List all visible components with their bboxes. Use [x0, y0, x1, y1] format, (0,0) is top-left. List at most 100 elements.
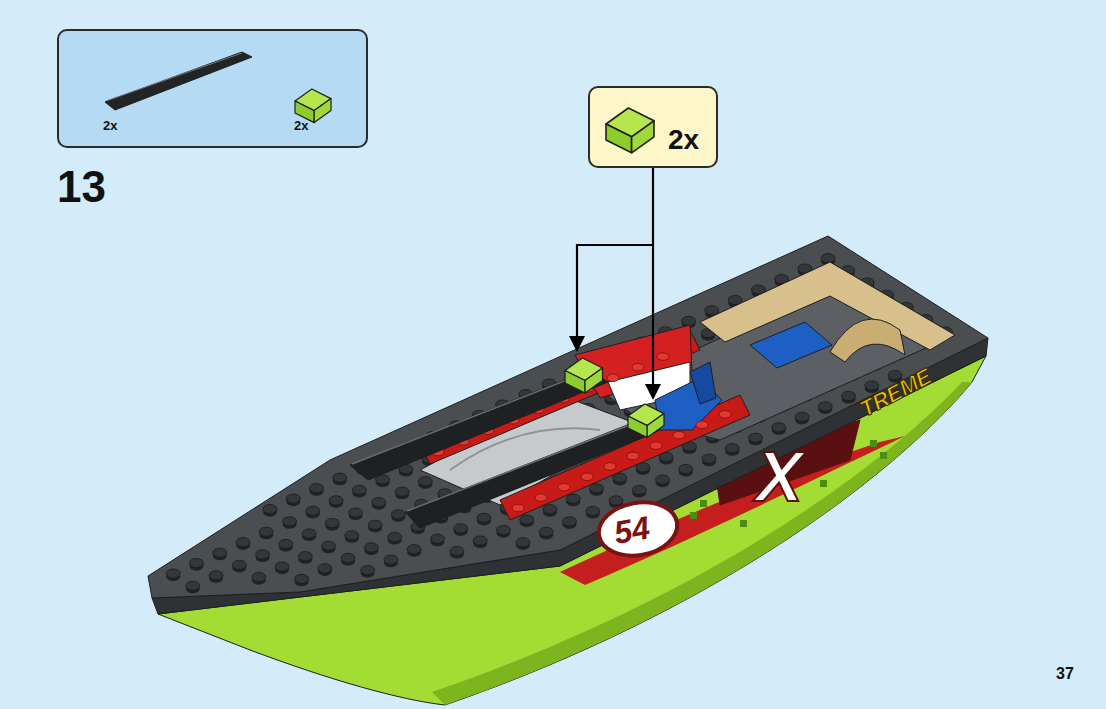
stud-top: [562, 517, 576, 526]
stud-top: [395, 487, 409, 496]
decal-letter: X: [756, 442, 803, 512]
boat: [148, 236, 988, 705]
stud-top: [705, 306, 719, 315]
stud-top: [418, 477, 432, 486]
stud-top: [772, 423, 786, 432]
stud-top: [333, 473, 347, 482]
decal-pixel: [820, 480, 827, 487]
tile-edge: [106, 53, 242, 101]
parts-list-box: 2x 2x: [57, 29, 368, 148]
stud-top: [520, 515, 534, 524]
red-stud: [696, 421, 708, 429]
red-stud: [581, 473, 593, 481]
stud-top: [298, 552, 312, 561]
stud-top: [310, 484, 324, 493]
stud-top: [795, 412, 809, 421]
decal-pixel: [740, 520, 747, 527]
decal-pixel: [870, 440, 877, 447]
red-stud: [719, 411, 731, 419]
red-stud: [627, 452, 639, 460]
stud-top: [477, 513, 491, 522]
slope-brick: [606, 108, 654, 153]
tan-arch: [830, 319, 905, 362]
callout-box: 2x: [588, 86, 718, 168]
stud-top: [407, 545, 421, 554]
stud-top: [388, 532, 402, 541]
stud-top: [318, 564, 332, 573]
stud-top: [543, 505, 557, 514]
stud-top: [818, 402, 832, 411]
stud-top: [454, 524, 468, 533]
red-stud: [604, 463, 616, 471]
stud-top: [295, 574, 309, 583]
red-stud: [650, 442, 662, 450]
stud-top: [566, 494, 580, 503]
stud-top: [589, 484, 603, 493]
page-number: 37: [1056, 666, 1074, 682]
red-plate: [500, 395, 750, 520]
blue-seat: [750, 322, 832, 368]
stud-top: [236, 538, 250, 547]
stud-top: [232, 560, 246, 569]
stud-top: [325, 518, 339, 527]
stud-top: [252, 572, 266, 581]
red-stud: [673, 431, 685, 439]
stud-top: [702, 454, 716, 463]
slope-side: [565, 371, 585, 394]
stud-top: [279, 539, 293, 548]
decal-pixel: [880, 452, 887, 459]
stud-top: [679, 464, 693, 473]
stud-top: [256, 550, 270, 559]
slope-front: [585, 368, 603, 393]
tile-edge: [407, 421, 640, 511]
stud-top: [364, 543, 378, 552]
red-stud: [558, 483, 570, 491]
stud-top: [865, 381, 879, 390]
red-stud: [535, 494, 547, 502]
stud-top: [632, 485, 646, 494]
arrow-head: [569, 336, 585, 352]
stud-top: [349, 508, 363, 517]
stud-top: [368, 520, 382, 529]
stud-top: [609, 496, 623, 505]
quantity-text: 54: [612, 511, 653, 549]
stud-top: [322, 541, 336, 550]
stud-top: [656, 475, 670, 484]
stud-top: [259, 527, 273, 536]
stud-top: [283, 517, 297, 526]
stud-top: [516, 538, 530, 547]
tan-rear: [700, 262, 955, 350]
slope-front: [314, 99, 331, 123]
tile-edge: [352, 371, 590, 464]
stud-top: [842, 391, 856, 400]
stud-top: [821, 254, 835, 263]
stud-top: [345, 531, 359, 540]
quantity-text: 2x: [668, 126, 699, 154]
stud-top: [186, 581, 200, 590]
quantity-text: 2x: [294, 119, 308, 132]
slope-front: [632, 121, 654, 153]
stud-top: [341, 553, 355, 562]
stud-top: [329, 496, 343, 505]
quantity-text: 2x: [103, 119, 117, 132]
stud-top: [209, 571, 223, 580]
decal-pixel: [690, 512, 697, 519]
step-number: 13: [57, 165, 106, 209]
stud-top: [473, 536, 487, 545]
slope-brick: [565, 358, 603, 393]
slope-side: [628, 416, 647, 438]
stud-top: [302, 529, 316, 538]
red-stud: [657, 353, 669, 361]
slope-brick: [628, 404, 664, 438]
stud-top: [352, 485, 366, 494]
callout-arrows: [569, 168, 661, 400]
red-stud: [607, 374, 619, 382]
slope-front: [647, 414, 664, 438]
arrow-line: [577, 245, 653, 338]
stud-top: [275, 562, 289, 571]
stud-top: [725, 444, 739, 453]
stud-top: [213, 548, 227, 557]
red-stud: [632, 363, 644, 371]
stud-top: [586, 506, 600, 515]
